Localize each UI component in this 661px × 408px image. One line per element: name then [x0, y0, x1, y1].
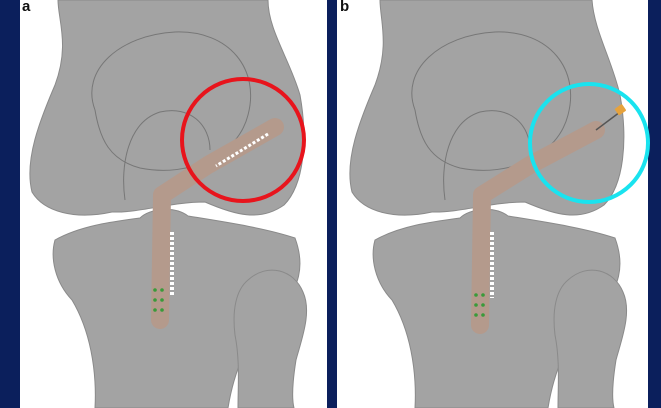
panel-b-label: b: [340, 0, 349, 15]
panel-a-label: a: [22, 0, 31, 15]
